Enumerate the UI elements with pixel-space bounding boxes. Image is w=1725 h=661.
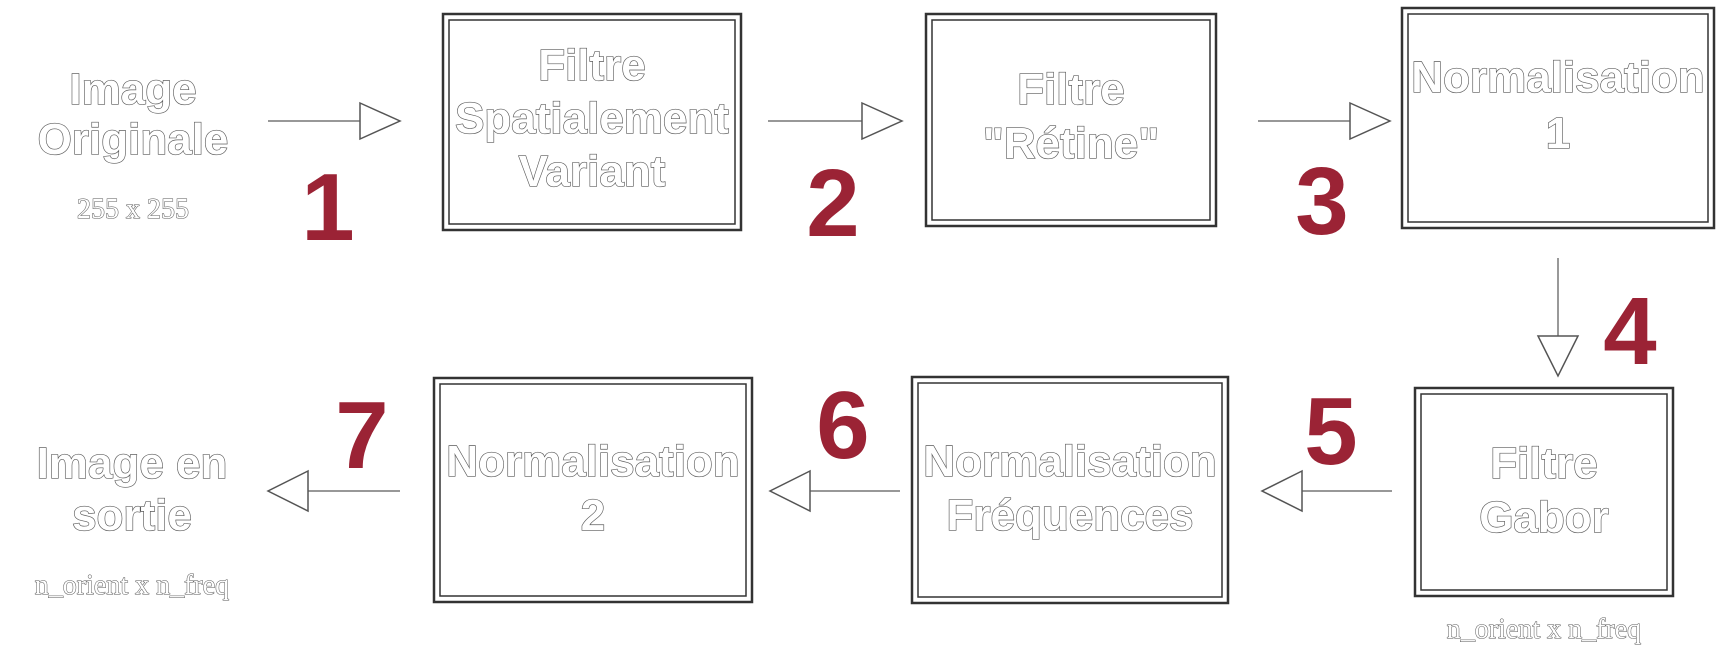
output-title-line-1: Image en bbox=[37, 439, 228, 488]
arrow-6 bbox=[768, 469, 900, 513]
gabor-size: n_orient x n_freq bbox=[1447, 614, 1641, 645]
normalisation-1-line-1: Normalisation bbox=[1411, 53, 1704, 102]
block-spatial-filter: Filtre Spatialement Variant bbox=[441, 12, 743, 232]
step-number-2: 2 bbox=[806, 150, 859, 257]
step-number-7: 7 bbox=[335, 382, 388, 489]
spatial-filter-line-1: Filtre bbox=[538, 41, 646, 90]
block-frequency-normalisation: Normalisation Fréquences bbox=[910, 375, 1230, 605]
spatial-filter-line-2: Spatialement bbox=[455, 94, 729, 143]
output-image-label: Image en sortie n_orient x n_freq bbox=[34, 438, 229, 601]
gabor-filter-line-2: Gabor bbox=[1479, 493, 1609, 542]
step-number-1: 1 bbox=[301, 154, 354, 261]
block-normalisation-2: Normalisation 2 bbox=[432, 376, 754, 604]
arrow-5 bbox=[1260, 469, 1392, 513]
arrow-7 bbox=[266, 469, 400, 513]
arrow-1 bbox=[268, 101, 402, 141]
arrow-3 bbox=[1258, 101, 1392, 141]
input-title-line-2: Originale bbox=[38, 115, 229, 164]
block-gabor-filter: Filtre Gabor bbox=[1413, 386, 1675, 598]
step-number-3: 3 bbox=[1295, 148, 1348, 255]
frequency-normalisation-line-1: Normalisation bbox=[923, 437, 1216, 486]
step-number-4: 4 bbox=[1603, 278, 1656, 385]
retina-filter-line-1: Filtre bbox=[1017, 65, 1125, 114]
step-number-5: 5 bbox=[1304, 378, 1357, 485]
input-title-line-1: Image bbox=[69, 65, 196, 114]
normalisation-1-line-2: 1 bbox=[1546, 109, 1570, 158]
retina-filter-line-2: "Rétine" bbox=[983, 119, 1159, 168]
frequency-normalisation-line-2: Fréquences bbox=[947, 491, 1194, 540]
output-size: n_orient x n_freq bbox=[35, 570, 229, 601]
spatial-filter-line-3: Variant bbox=[519, 147, 666, 196]
block-retina-filter: Filtre "Rétine" bbox=[924, 12, 1218, 228]
gabor-filter-line-1: Filtre bbox=[1490, 439, 1598, 488]
output-title-line-2: sortie bbox=[72, 491, 192, 540]
arrow-2 bbox=[768, 101, 904, 141]
normalisation-2-line-1: Normalisation bbox=[446, 437, 739, 486]
step-number-6: 6 bbox=[816, 372, 869, 479]
input-size: 255 x 255 bbox=[77, 194, 189, 225]
block-normalisation-1: Normalisation 1 bbox=[1400, 6, 1716, 230]
input-image-label: Image Originale 255 x 255 bbox=[37, 64, 229, 225]
normalisation-2-line-2: 2 bbox=[581, 491, 605, 540]
arrow-4 bbox=[1536, 258, 1580, 378]
